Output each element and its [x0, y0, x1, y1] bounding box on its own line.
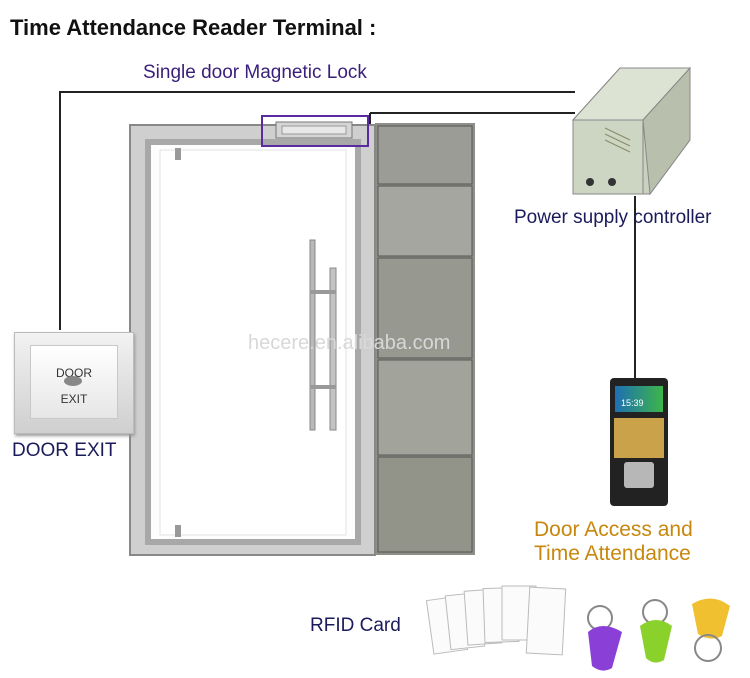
exit-text-exit: EXIT [60, 392, 88, 406]
terminal-time: 15:39 [621, 398, 644, 408]
page-title: Time Attendance Reader Terminal : [10, 15, 377, 40]
terminal-screen: 15:39 [615, 386, 663, 412]
rfid-card-label: RFID Card [310, 615, 401, 636]
exit-text-door: DOOR [56, 366, 92, 380]
stone-wall [375, 123, 475, 555]
glass-door [129, 124, 376, 556]
terminal-keypad [614, 418, 664, 458]
door-access-label-line2: Time Attendance [534, 542, 691, 565]
door-access-label-line1: Door Access and [534, 518, 693, 541]
keyfob-purple [587, 605, 622, 671]
wire-exit-to-psu [59, 91, 575, 330]
power-supply-box [571, 66, 692, 196]
door-exit-plate: DOOR EXIT [30, 345, 118, 419]
power-supply-label: Power supply controller [514, 207, 712, 228]
door-exit-button: DOOR EXIT [14, 332, 134, 434]
attendance-terminal: 15:39 [610, 378, 668, 506]
door-exit-label: DOOR EXIT [12, 440, 117, 461]
rfid-card-stack [425, 585, 567, 656]
fingerprint-sensor-icon [624, 462, 654, 488]
watermark: hecere.en.alibaba.com [248, 332, 451, 354]
keyfob-green [640, 599, 672, 663]
door-handle [309, 239, 337, 431]
push-button-icon [64, 376, 82, 386]
magnetic-lock [261, 115, 369, 147]
keyfob-yellow [692, 598, 730, 662]
magnetic-lock-label: Single door Magnetic Lock [143, 62, 367, 83]
